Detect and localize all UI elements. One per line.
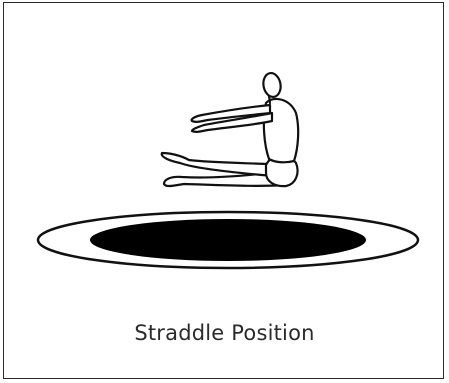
- athlete-neck: [269, 96, 270, 103]
- athlete-figure: [162, 72, 298, 186]
- trampoline: [38, 212, 418, 268]
- straddle-illustration: [4, 3, 445, 303]
- trampoline-bed: [90, 219, 366, 261]
- athlete-head: [262, 72, 283, 99]
- diagram-card: Straddle Position: [3, 2, 444, 379]
- caption: Straddle Position: [4, 321, 445, 345]
